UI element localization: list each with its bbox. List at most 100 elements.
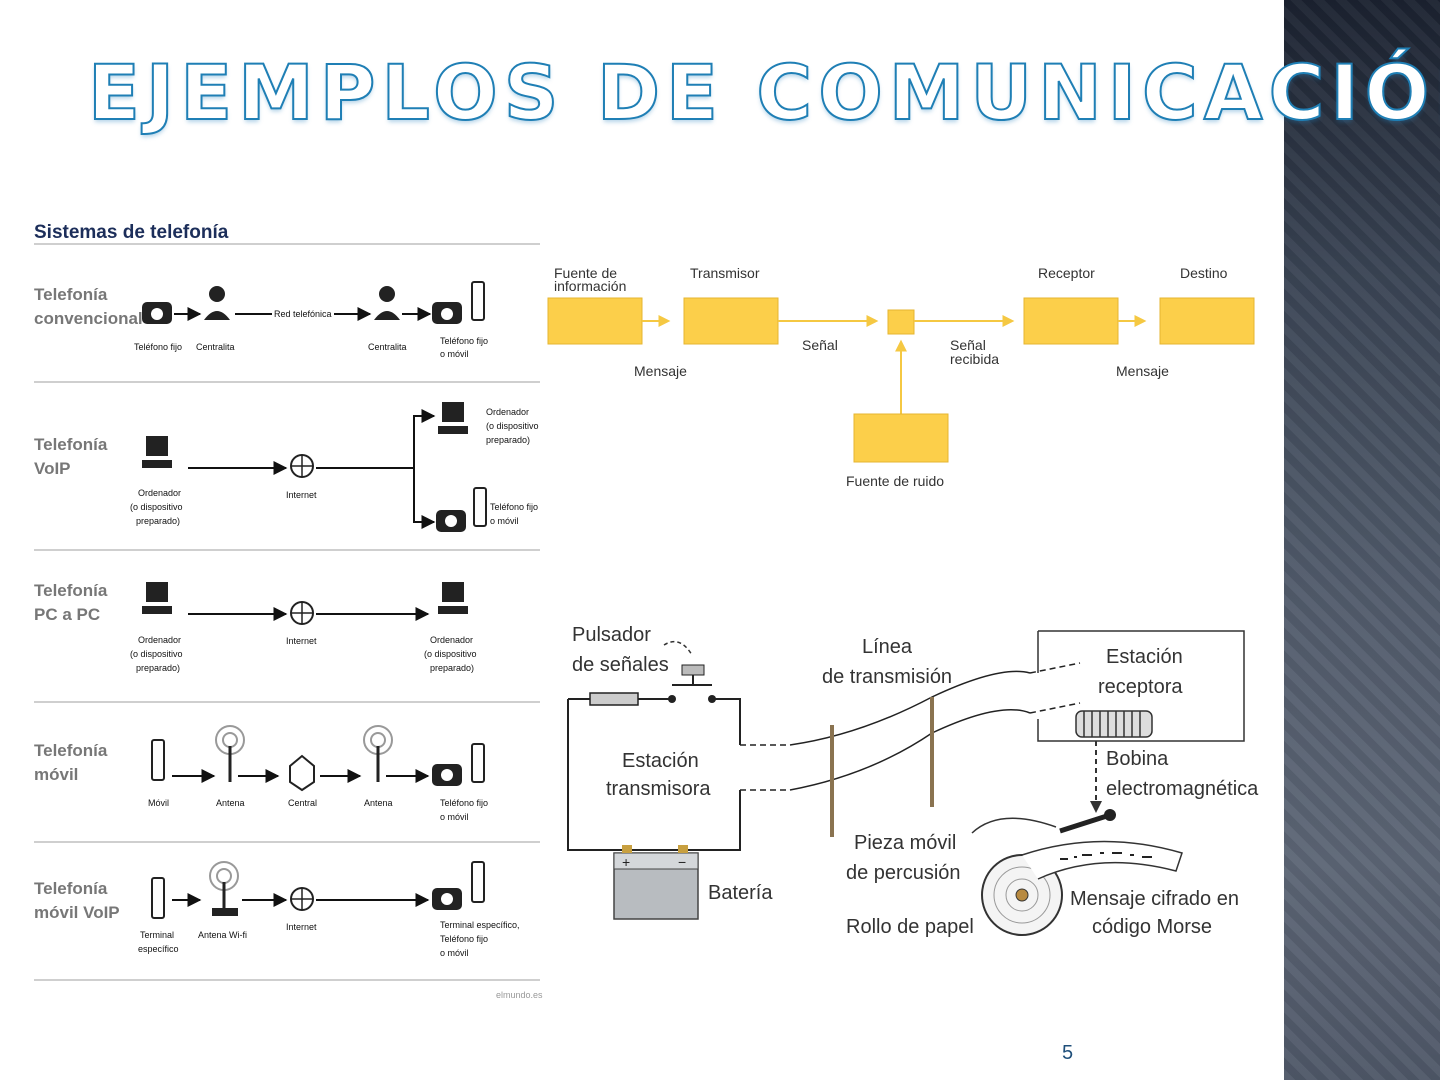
mobile-icon xyxy=(471,861,485,903)
svg-text:Internet: Internet xyxy=(286,490,317,500)
svg-text:Ordenador: Ordenador xyxy=(138,488,181,498)
transmitter-box xyxy=(683,297,779,345)
svg-text:(o dispositivo: (o dispositivo xyxy=(486,421,539,431)
row-voip: Telefonía VoIP Ordenador (o dispositivo … xyxy=(34,402,539,532)
svg-text:móvil VoIP: móvil VoIP xyxy=(34,903,120,922)
telephony-diagram: Sistemas de telefonía Telefonía convenci… xyxy=(34,222,543,1000)
svg-text:Centralita: Centralita xyxy=(196,342,235,352)
svg-text:receptora: receptora xyxy=(1098,676,1183,698)
svg-text:preparado): preparado) xyxy=(430,663,474,673)
svg-text:Mensaje: Mensaje xyxy=(634,363,687,379)
svg-text:Mensaje: Mensaje xyxy=(1116,363,1169,379)
svg-text:transmisora: transmisora xyxy=(606,778,711,800)
row-pc-a-pc: Telefonía PC a PC Ordenador (o dispositi… xyxy=(34,581,477,673)
svg-text:información: información xyxy=(554,278,626,294)
svg-text:Ordenador: Ordenador xyxy=(430,635,473,645)
source-box xyxy=(547,297,643,345)
transmitter-circuit xyxy=(567,698,741,851)
channel-box xyxy=(887,309,915,335)
svg-text:Destino: Destino xyxy=(1180,265,1228,281)
receiving-station xyxy=(1037,630,1245,742)
svg-text:de percusión: de percusión xyxy=(846,862,961,884)
svg-text:Antena: Antena xyxy=(364,798,393,808)
svg-text:Teléfono fijo: Teléfono fijo xyxy=(440,336,488,346)
mobile-icon xyxy=(151,877,165,919)
svg-text:o móvil: o móvil xyxy=(440,349,469,359)
mobile-icon xyxy=(151,739,165,781)
source-credit: elmundo.es xyxy=(496,990,543,1000)
operator-icon xyxy=(209,286,225,302)
svg-text:Pulsador: Pulsador xyxy=(572,624,651,646)
svg-text:Señal: Señal xyxy=(802,337,838,353)
receiver-box xyxy=(1023,297,1119,345)
svg-text:Teléfono fijo: Teléfono fijo xyxy=(440,798,488,808)
row-label: convencional xyxy=(34,309,143,328)
svg-text:Telefonía: Telefonía xyxy=(34,741,108,760)
destination-box xyxy=(1159,297,1255,345)
svg-text:Telefonía: Telefonía xyxy=(34,581,108,600)
svg-text:preparado): preparado) xyxy=(136,516,180,526)
svg-text:Estación: Estación xyxy=(1106,646,1183,668)
svg-text:o móvil: o móvil xyxy=(490,516,519,526)
svg-text:(o dispositivo: (o dispositivo xyxy=(130,649,183,659)
svg-text:o móvil: o móvil xyxy=(440,948,469,958)
svg-text:recibida: recibida xyxy=(950,351,999,367)
communication-model-diagram: Fuente de información Transmisor Recepto… xyxy=(547,265,1255,489)
svg-text:Pieza móvil: Pieza móvil xyxy=(854,832,956,854)
svg-text:Estación: Estación xyxy=(622,750,699,772)
mobile-icon xyxy=(471,743,485,783)
svg-text:Fuente de: Fuente de xyxy=(554,265,617,281)
svg-text:Línea: Línea xyxy=(862,636,913,658)
svg-text:específico: específico xyxy=(138,944,179,954)
svg-text:Teléfono fijo: Teléfono fijo xyxy=(134,342,182,352)
svg-text:preparado): preparado) xyxy=(136,663,180,673)
svg-text:Internet: Internet xyxy=(286,922,317,932)
computer-icon xyxy=(146,436,168,456)
svg-text:Terminal: Terminal xyxy=(140,930,174,940)
svg-text:Internet: Internet xyxy=(286,636,317,646)
svg-text:Teléfono fijo: Teléfono fijo xyxy=(440,934,488,944)
svg-text:o móvil: o móvil xyxy=(440,812,469,822)
svg-text:Terminal específico,: Terminal específico, xyxy=(440,920,520,930)
svg-text:Señal: Señal xyxy=(950,337,986,353)
computer-icon xyxy=(146,582,168,602)
svg-text:Bobina: Bobina xyxy=(1106,748,1169,770)
svg-text:Ordenador: Ordenador xyxy=(138,635,181,645)
svg-text:Telefonía: Telefonía xyxy=(34,435,108,454)
page-number: 5 xyxy=(1062,1042,1074,1064)
svg-text:Teléfono fijo: Teléfono fijo xyxy=(490,502,538,512)
svg-text:+: + xyxy=(622,854,630,870)
decorative-sidebar xyxy=(1284,0,1440,1080)
row-label: Telefonía xyxy=(34,285,108,304)
mobile-icon xyxy=(473,487,487,527)
svg-text:Telefonía: Telefonía xyxy=(34,879,108,898)
computer-icon xyxy=(442,582,464,602)
telephony-heading: Sistemas de telefonía xyxy=(34,222,229,243)
svg-text:Centralita: Centralita xyxy=(368,342,407,352)
svg-text:−: − xyxy=(678,854,686,870)
svg-text:(o dispositivo: (o dispositivo xyxy=(424,649,477,659)
svg-text:(o dispositivo: (o dispositivo xyxy=(130,502,183,512)
svg-text:de transmisión: de transmisión xyxy=(822,666,952,688)
svg-text:Batería: Batería xyxy=(708,882,773,904)
svg-text:Móvil: Móvil xyxy=(148,798,169,808)
row-movil: Telefonía móvil Móvil Antena Central Ant… xyxy=(34,725,488,822)
svg-text:Red telefónica: Red telefónica xyxy=(274,309,332,319)
row-convencional: Telefonía convencional Red telefónica Te… xyxy=(34,281,488,359)
svg-text:de señales: de señales xyxy=(572,654,669,676)
percussion-lever xyxy=(1059,812,1111,834)
svg-text:electromagnética: electromagnética xyxy=(1106,778,1259,800)
svg-text:Receptor: Receptor xyxy=(1038,265,1095,281)
svg-text:Antena Wi-fi: Antena Wi-fi xyxy=(198,930,247,940)
svg-text:móvil: móvil xyxy=(34,765,78,784)
central-icon xyxy=(289,754,315,792)
svg-text:Central: Central xyxy=(288,798,317,808)
electromagnetic-coil xyxy=(1075,710,1153,738)
resistor xyxy=(589,692,639,706)
svg-text:Transmisor: Transmisor xyxy=(690,265,760,281)
noise-source-box xyxy=(853,413,949,463)
slide-title: Ejemplos de comunicación xyxy=(87,47,1440,138)
svg-text:Ordenador: Ordenador xyxy=(486,407,529,417)
row-movil-voip: Telefonía móvil VoIP Terminal específico… xyxy=(34,861,520,958)
mobile-icon xyxy=(471,281,485,321)
